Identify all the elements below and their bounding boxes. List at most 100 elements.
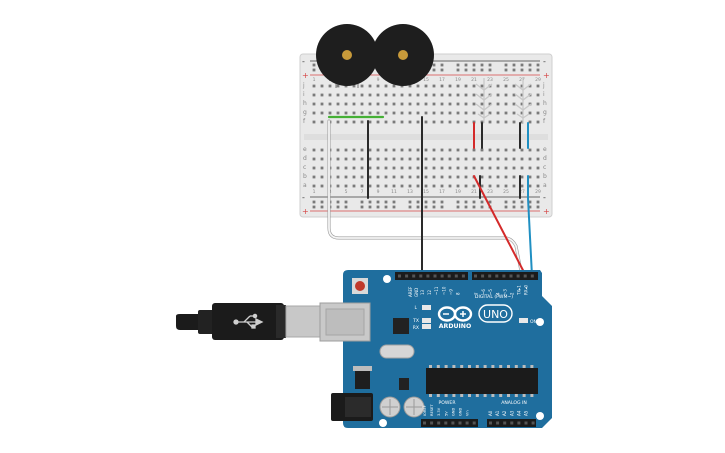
breadboard-hole[interactable] (448, 93, 452, 97)
breadboard-hole[interactable] (472, 63, 476, 67)
breadboard-hole[interactable] (400, 111, 404, 115)
breadboard-hole[interactable] (336, 148, 340, 152)
breadboard-hole[interactable] (520, 111, 524, 115)
breadboard-hole[interactable] (440, 68, 444, 72)
breadboard-hole[interactable] (432, 84, 436, 88)
breadboard-hole[interactable] (368, 184, 372, 188)
breadboard-hole[interactable] (416, 93, 420, 97)
breadboard-hole[interactable] (480, 200, 484, 204)
breadboard-hole[interactable] (408, 148, 412, 152)
breadboard-hole[interactable] (520, 63, 524, 67)
breadboard-hole[interactable] (336, 157, 340, 161)
breadboard-hole[interactable] (352, 84, 356, 88)
breadboard-hole[interactable] (472, 68, 476, 72)
breadboard-hole[interactable] (344, 175, 348, 179)
breadboard-hole[interactable] (352, 148, 356, 152)
breadboard-hole[interactable] (384, 166, 388, 170)
breadboard-hole[interactable] (464, 166, 468, 170)
breadboard-hole[interactable] (504, 166, 508, 170)
breadboard-hole[interactable] (320, 175, 324, 179)
breadboard-hole[interactable] (440, 120, 444, 124)
breadboard-hole[interactable] (352, 166, 356, 170)
breadboard-hole[interactable] (320, 120, 324, 124)
breadboard-hole[interactable] (464, 102, 468, 106)
breadboard-hole[interactable] (520, 166, 524, 170)
breadboard-hole[interactable] (360, 200, 364, 204)
breadboard-hole[interactable] (400, 120, 404, 124)
breadboard-hole[interactable] (312, 120, 316, 124)
breadboard-hole[interactable] (464, 200, 468, 204)
breadboard-hole[interactable] (472, 157, 476, 161)
breadboard-hole[interactable] (472, 184, 476, 188)
header-pin[interactable] (398, 274, 401, 278)
breadboard-hole[interactable] (328, 93, 332, 97)
header-pin[interactable] (516, 274, 520, 278)
breadboard-hole[interactable] (360, 111, 364, 115)
breadboard-hole[interactable] (424, 102, 428, 106)
breadboard-hole[interactable] (392, 84, 396, 88)
breadboard-hole[interactable] (360, 148, 364, 152)
breadboard-hole[interactable] (376, 84, 380, 88)
breadboard-hole[interactable] (408, 200, 412, 204)
breadboard-hole[interactable] (384, 148, 388, 152)
breadboard-hole[interactable] (528, 205, 532, 209)
breadboard-hole[interactable] (456, 184, 460, 188)
breadboard-hole[interactable] (440, 175, 444, 179)
header-pin[interactable] (433, 274, 437, 278)
breadboard-hole[interactable] (424, 148, 428, 152)
breadboard-hole[interactable] (528, 63, 532, 67)
breadboard-hole[interactable] (344, 184, 348, 188)
breadboard-hole[interactable] (456, 175, 460, 179)
breadboard-hole[interactable] (344, 200, 348, 204)
breadboard-hole[interactable] (488, 102, 492, 106)
header-pin[interactable] (524, 421, 528, 425)
breadboard-hole[interactable] (536, 93, 540, 97)
breadboard-hole[interactable] (504, 175, 508, 179)
breadboard-hole[interactable] (512, 111, 516, 115)
breadboard-hole[interactable] (344, 111, 348, 115)
breadboard-hole[interactable] (400, 166, 404, 170)
breadboard-hole[interactable] (464, 84, 468, 88)
breadboard-hole[interactable] (488, 148, 492, 152)
breadboard-hole[interactable] (496, 157, 500, 161)
breadboard-hole[interactable] (312, 68, 316, 72)
breadboard-hole[interactable] (336, 205, 340, 209)
breadboard-hole[interactable] (432, 111, 436, 115)
breadboard-hole[interactable] (344, 157, 348, 161)
breadboard-hole[interactable] (368, 84, 372, 88)
breadboard-hole[interactable] (480, 148, 484, 152)
breadboard-hole[interactable] (432, 68, 436, 72)
header-pin[interactable] (488, 274, 492, 278)
breadboard-hole[interactable] (520, 157, 524, 161)
breadboard-hole[interactable] (368, 200, 372, 204)
breadboard-hole[interactable] (512, 84, 516, 88)
power-header[interactable] (421, 419, 478, 427)
breadboard-hole[interactable] (400, 93, 404, 97)
breadboard-hole[interactable] (408, 205, 412, 209)
breadboard-hole[interactable] (520, 200, 524, 204)
breadboard-hole[interactable] (528, 148, 532, 152)
breadboard-hole[interactable] (416, 148, 420, 152)
breadboard-hole[interactable] (448, 166, 452, 170)
breadboard-hole[interactable] (376, 148, 380, 152)
header-pin[interactable] (447, 274, 451, 278)
breadboard-hole[interactable] (440, 93, 444, 97)
header-pin[interactable] (474, 274, 477, 278)
buzzer-1[interactable] (316, 24, 378, 88)
breadboard-hole[interactable] (512, 63, 516, 67)
breadboard-hole[interactable] (432, 166, 436, 170)
breadboard-hole[interactable] (488, 157, 492, 161)
breadboard-hole[interactable] (360, 120, 364, 124)
breadboard-hole[interactable] (320, 200, 324, 204)
breadboard-hole[interactable] (360, 175, 364, 179)
breadboard-hole[interactable] (368, 157, 372, 161)
breadboard-hole[interactable] (408, 111, 412, 115)
breadboard-hole[interactable] (392, 166, 396, 170)
header-pin[interactable] (412, 274, 416, 278)
breadboard-hole[interactable] (456, 205, 460, 209)
breadboard-hole[interactable] (344, 205, 348, 209)
breadboard-hole[interactable] (480, 68, 484, 72)
breadboard-hole[interactable] (464, 148, 468, 152)
breadboard-hole[interactable] (408, 157, 412, 161)
breadboard-hole[interactable] (472, 84, 476, 88)
